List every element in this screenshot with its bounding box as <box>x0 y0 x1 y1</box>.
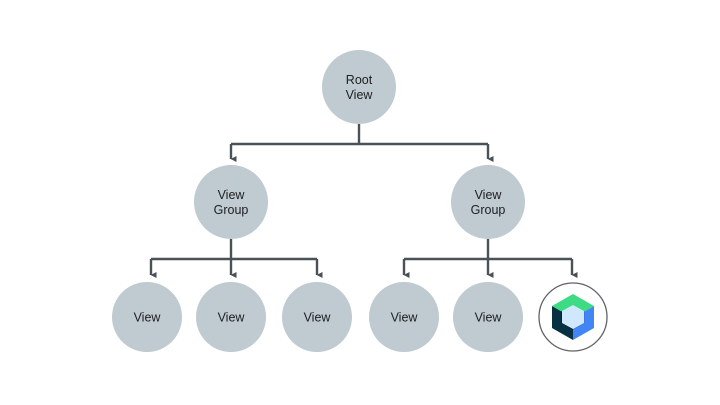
node-view-group-left[interactable]: View Group <box>194 165 268 239</box>
node-view-1-shape[interactable] <box>112 282 182 352</box>
node-view-4[interactable]: View <box>369 282 439 352</box>
node-view-2-shape[interactable] <box>196 282 266 352</box>
jetpack-compose-logo-icon <box>552 294 594 340</box>
node-view-group-left-shape[interactable] <box>194 165 268 239</box>
node-view-2[interactable]: View <box>196 282 266 352</box>
node-view-3[interactable]: View <box>282 282 352 352</box>
node-root-view-shape[interactable] <box>322 50 396 124</box>
node-view-5[interactable]: View <box>453 282 523 352</box>
node-root-view[interactable]: Root View <box>322 50 396 124</box>
compose-logo-center-hexagon <box>562 305 584 329</box>
node-view-1[interactable]: View <box>112 282 182 352</box>
node-view-group-right-shape[interactable] <box>451 165 525 239</box>
node-view-5-shape[interactable] <box>453 282 523 352</box>
connector-left-group-to-views <box>149 239 323 278</box>
connector-right-group-to-views <box>402 239 578 278</box>
node-view-4-shape[interactable] <box>369 282 439 352</box>
node-view-group-right[interactable]: View Group <box>451 165 525 239</box>
connector-root-to-view-groups <box>229 124 494 162</box>
node-view-3-shape[interactable] <box>282 282 352 352</box>
node-compose[interactable] <box>538 282 608 352</box>
